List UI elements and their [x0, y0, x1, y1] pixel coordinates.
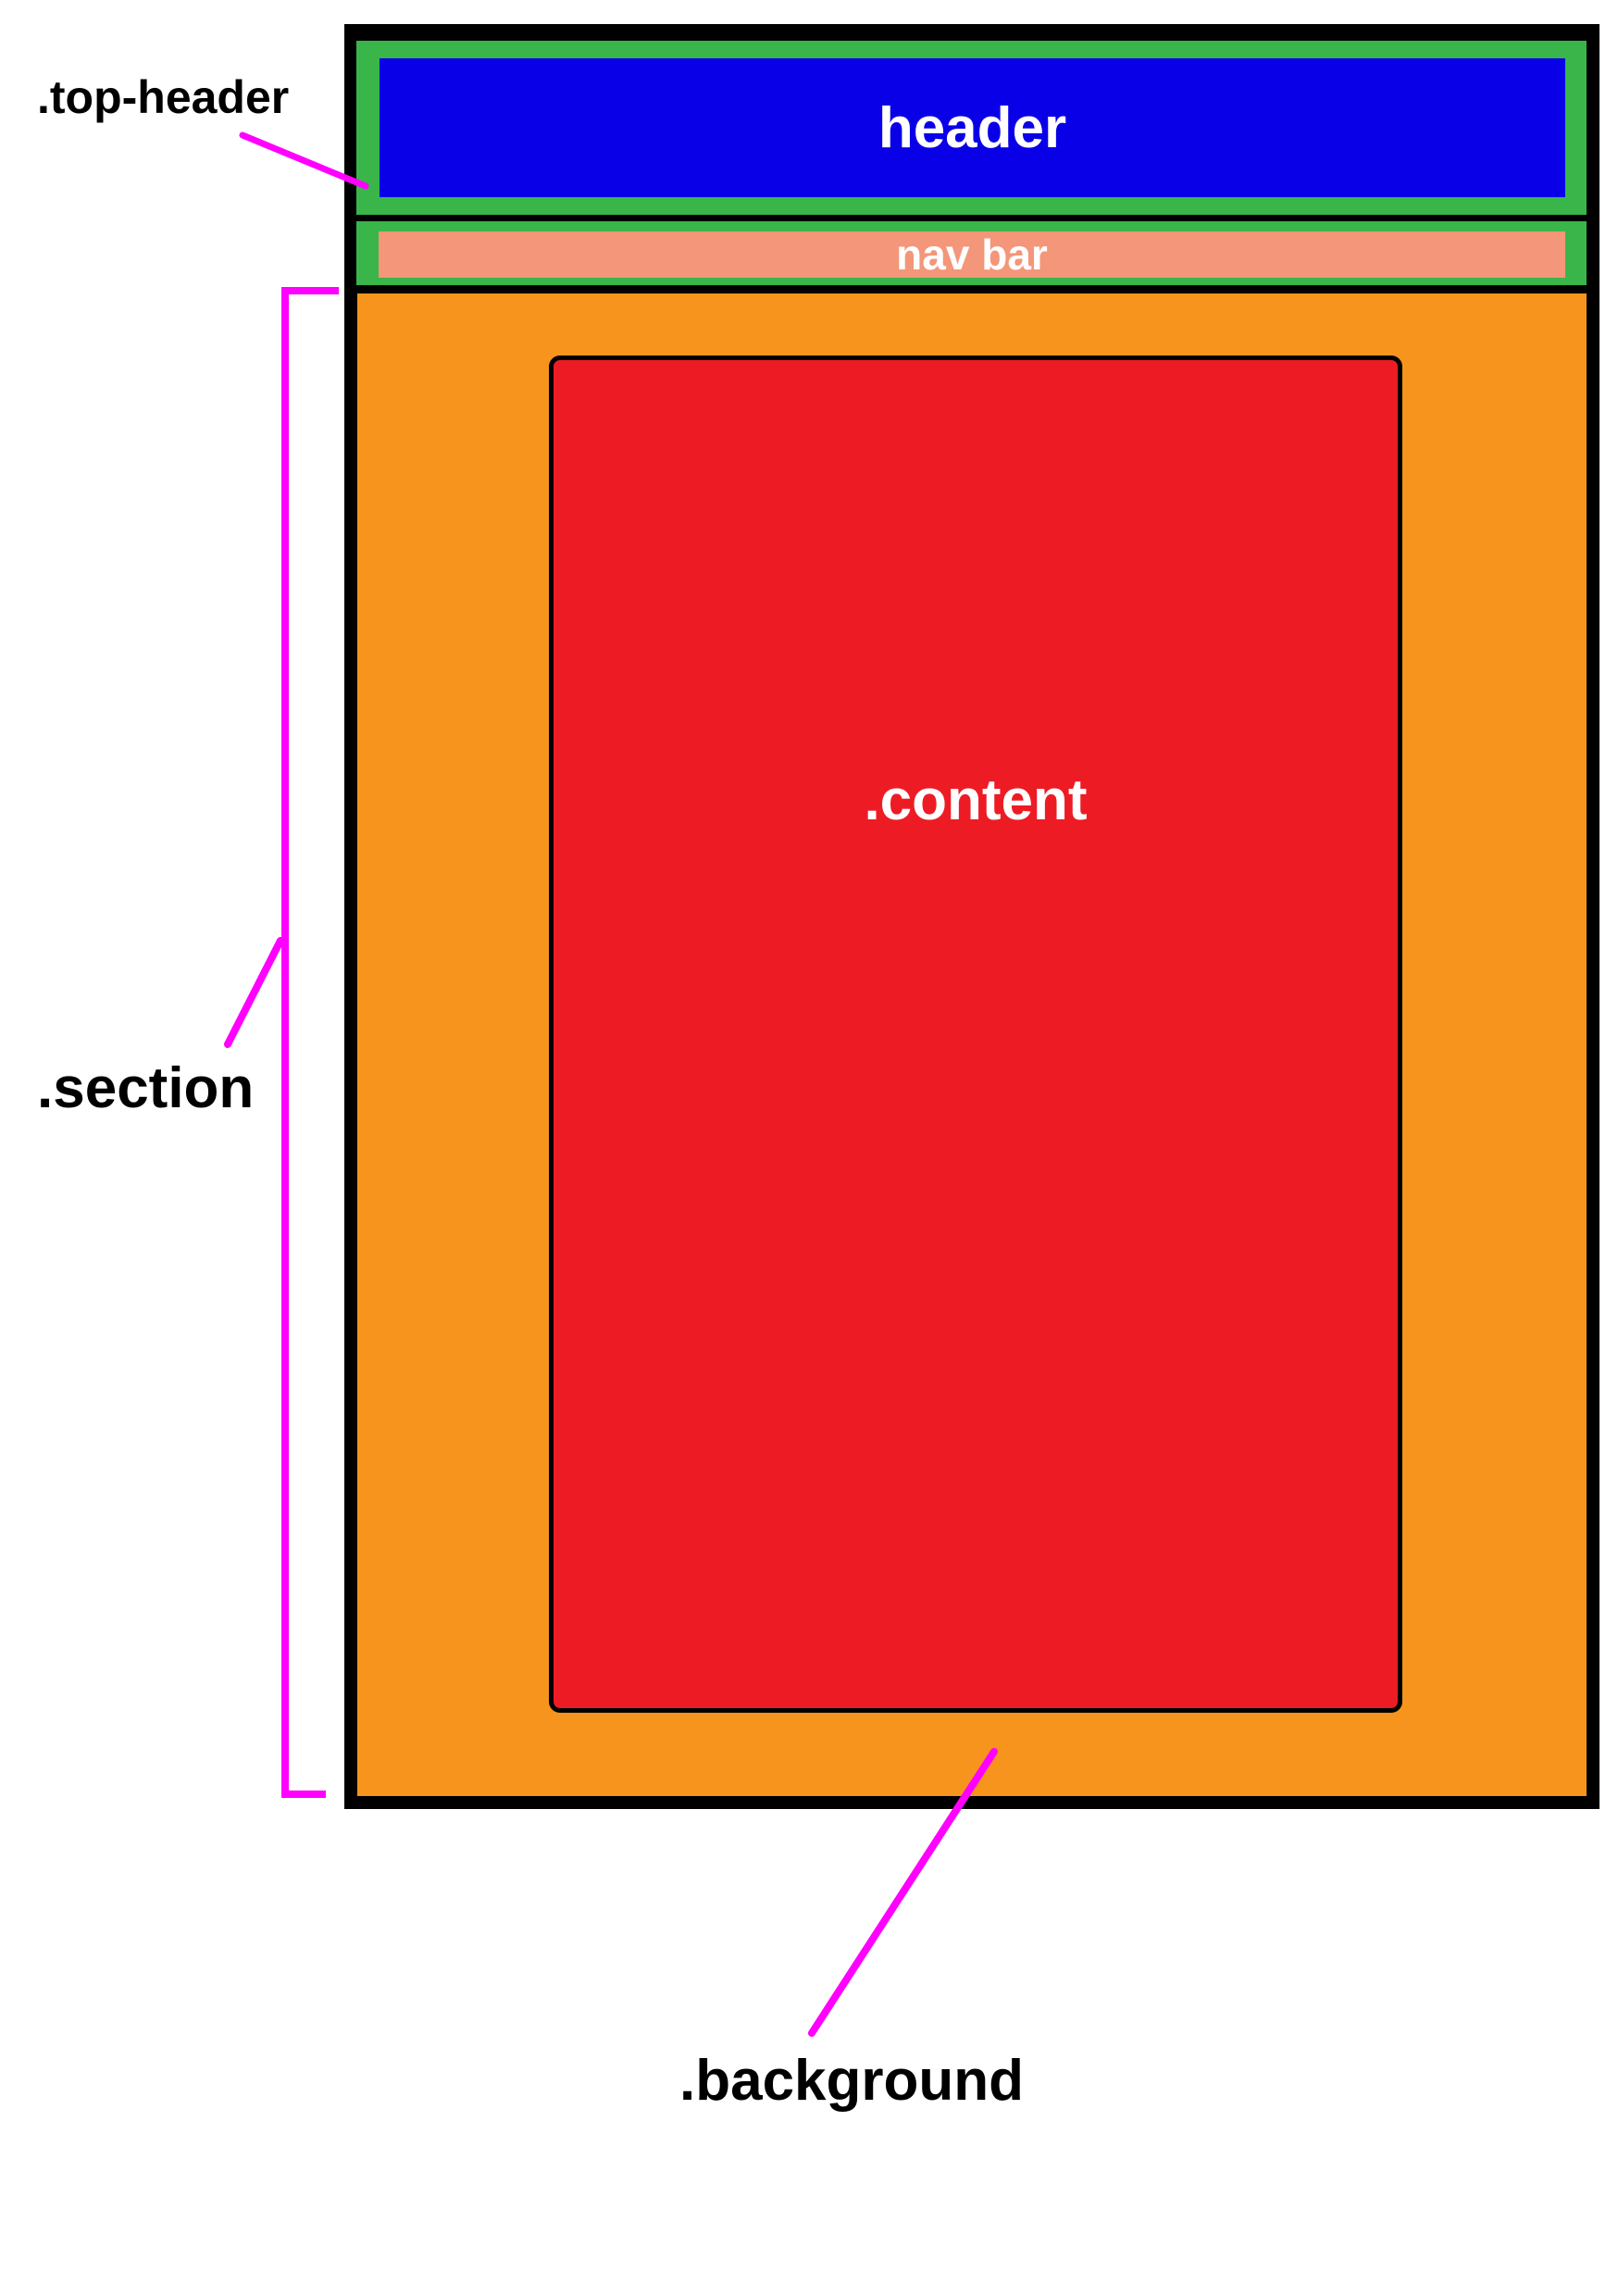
top-header-annotation: .top-header [37, 71, 290, 123]
nav-bar: nav bar [379, 231, 1565, 279]
section-bracket [281, 287, 339, 1798]
content-label: .content [864, 768, 1088, 832]
background-annotation: .background [679, 2049, 1025, 2113]
header-box: header [380, 58, 1565, 197]
section-pointer [224, 937, 284, 1048]
nav-bar-label: nav bar [896, 231, 1048, 279]
header-label: header [877, 95, 1067, 160]
content-box: .content [549, 356, 1402, 1713]
section-annotation: .section [37, 1056, 255, 1120]
